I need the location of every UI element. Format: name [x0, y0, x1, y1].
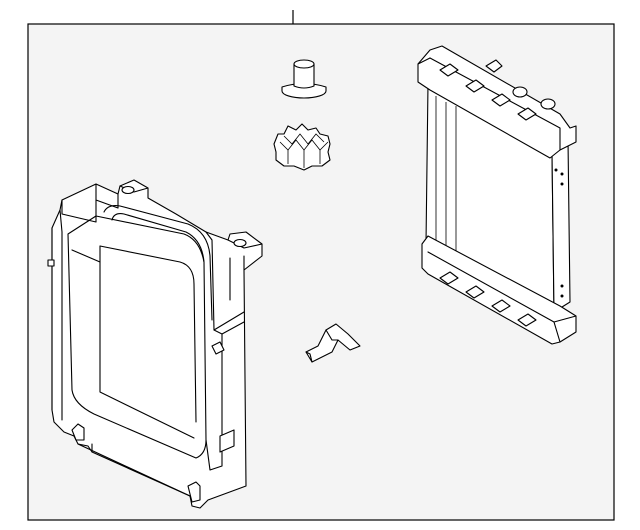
fan-shroud[interactable] — [47, 179, 263, 509]
grommet[interactable] — [273, 123, 331, 171]
radiator[interactable] — [417, 45, 577, 345]
bracket[interactable] — [305, 323, 361, 363]
mounting-pin[interactable] — [281, 59, 327, 99]
